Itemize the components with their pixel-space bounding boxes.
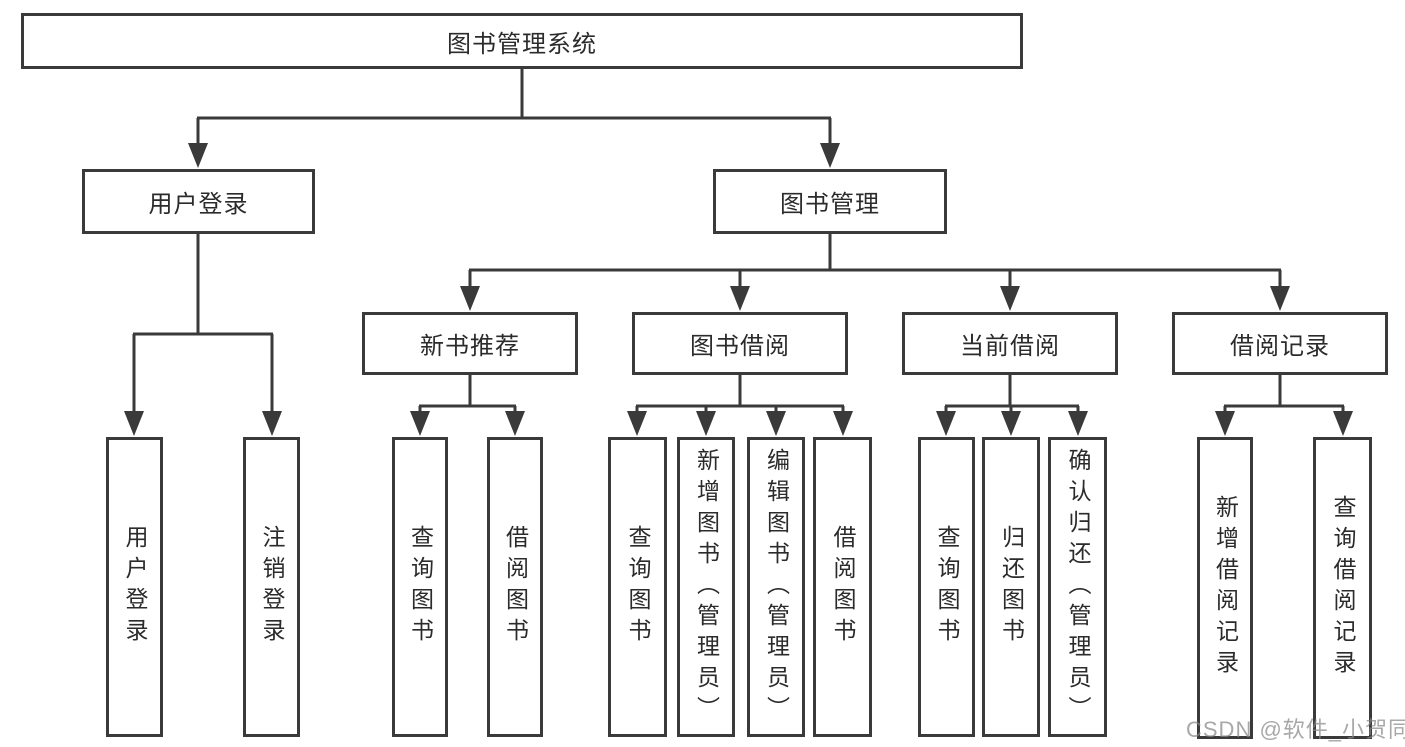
node-return-books: 归还图书 — [982, 437, 1040, 737]
node-borrowing-records: 借阅记录 — [1172, 312, 1388, 375]
node-edit-books-admin: 编辑图书（管理员） — [747, 437, 805, 737]
node-logout-label: 注销登录 — [259, 525, 285, 649]
arrowheads-new-book — [410, 411, 525, 436]
node-add-borrow-record-label: 新增借阅记录 — [1212, 495, 1239, 681]
csdn-watermark: CSDN @软件_小贺同学 — [1186, 717, 1405, 742]
node-query-borrow-record-label: 查询借阅记录 — [1330, 495, 1356, 681]
node-current-borrowing: 当前借阅 — [902, 312, 1118, 375]
node-book-borrowing: 图书借阅 — [632, 312, 848, 375]
arrowheads-current-borrow — [936, 411, 1088, 436]
node-add-borrow-record: 新增借阅记录 — [1197, 437, 1253, 739]
arrowheads-user-login — [124, 411, 282, 436]
node-borrow-books: 借阅图书 — [813, 437, 872, 737]
node-confirm-return-admin: 确认归还（管理员） — [1048, 437, 1107, 737]
node-return-books-label: 归还图书 — [998, 525, 1025, 649]
node-edit-books-admin-label: 编辑图书（管理员） — [763, 447, 790, 727]
connector-new-book — [418, 372, 517, 416]
node-query-books: 查询图书 — [608, 437, 667, 737]
node-borrow-books-label: 借阅图书 — [830, 525, 856, 649]
node-query-books-label: 查询图书 — [407, 525, 434, 649]
arrowheads-book-borrow — [627, 411, 853, 436]
node-library-system: 图书管理系统 — [21, 13, 1023, 69]
connector-book-management — [468, 231, 1282, 291]
node-query-books-label: 查询图书 — [934, 525, 960, 649]
node-query-books: 查询图书 — [392, 437, 448, 737]
node-book-management: 图书管理 — [713, 169, 947, 234]
arrowheads-book-management — [460, 286, 1290, 311]
connector-current-borrow — [944, 372, 1080, 416]
arrowheads-borrow-records — [1215, 411, 1353, 436]
node-logout: 注销登录 — [243, 437, 300, 737]
node-confirm-return-admin-label: 确认归还（管理员） — [1065, 447, 1091, 727]
node-borrow-books: 借阅图书 — [487, 437, 543, 737]
connector-borrow-records — [1223, 372, 1345, 416]
node-borrow-books-label: 借阅图书 — [502, 525, 529, 649]
node-query-borrow-record: 查询借阅记录 — [1313, 437, 1372, 739]
node-add-books-admin-label: 新增图书（管理员） — [693, 447, 720, 727]
node-query-books-label: 查询图书 — [625, 525, 651, 649]
node-add-books-admin: 新增图书（管理员） — [677, 437, 735, 737]
node-login: 用户登录 — [106, 437, 163, 737]
node-login-label: 用户登录 — [122, 525, 148, 649]
connector-root — [196, 66, 832, 148]
node-user-login: 用户登录 — [82, 169, 315, 234]
arrowheads-root — [188, 143, 840, 168]
connector-user-login — [132, 231, 274, 416]
connector-book-borrow — [635, 372, 845, 416]
node-query-books: 查询图书 — [918, 437, 975, 737]
node-new-book-recommend: 新书推荐 — [362, 312, 578, 375]
